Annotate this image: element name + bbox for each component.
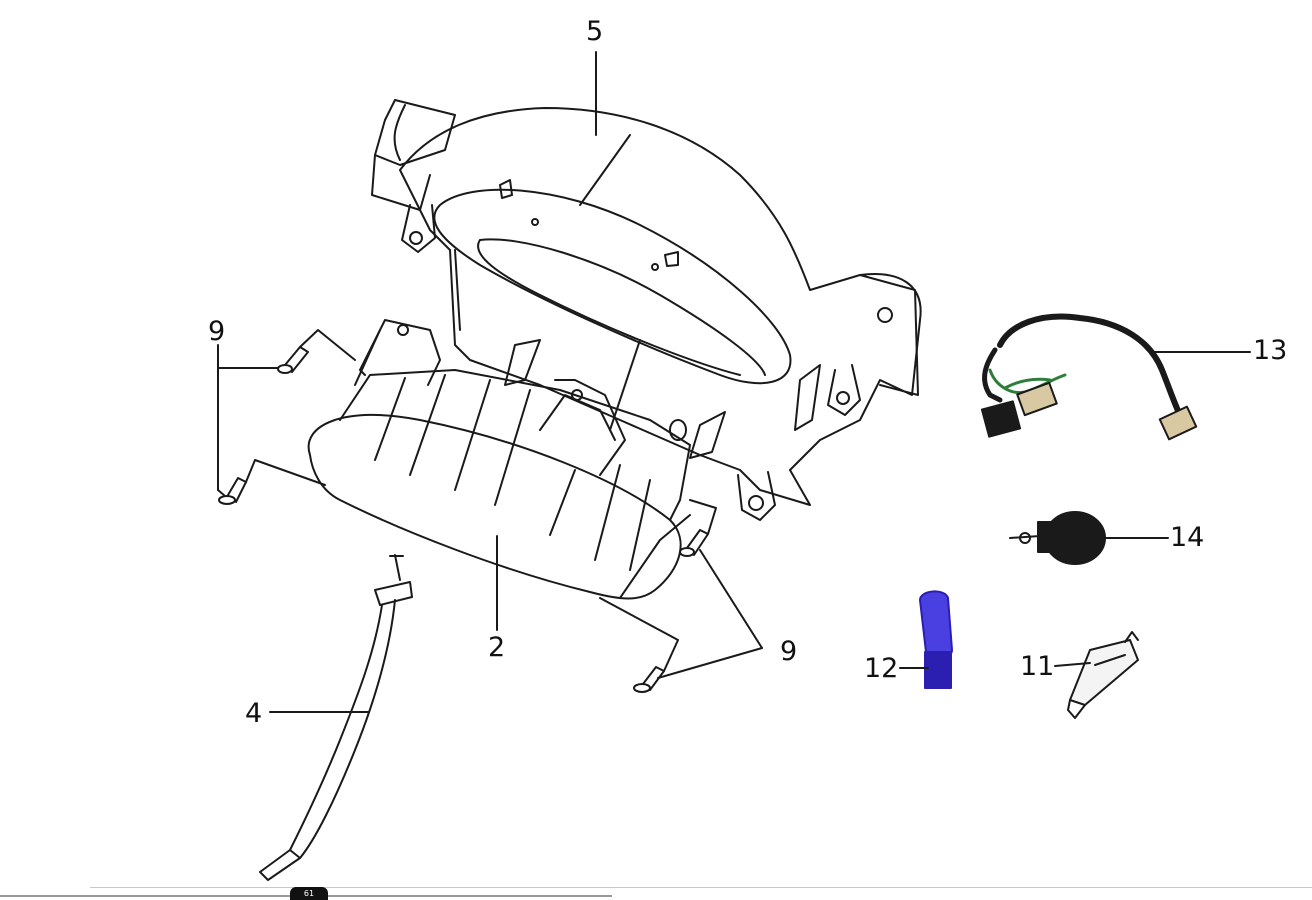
blue-bulb-part-12 <box>919 590 953 689</box>
screw-part-9-right-upper <box>679 529 709 557</box>
callout-part-11: 11 <box>1020 651 1055 682</box>
callout-part-14: 14 <box>1170 522 1205 553</box>
callout-part-5: 5 <box>586 16 604 47</box>
housing-cover-part-5 <box>371 99 922 521</box>
callout-part-2: 2 <box>488 632 506 663</box>
callout-part-12: 12 <box>864 653 899 684</box>
callout-part-4: 4 <box>245 698 263 729</box>
callout-part-9-left: 9 <box>208 316 226 347</box>
screw-part-9-upper-left <box>277 346 309 374</box>
leader-lines <box>217 51 1251 713</box>
speedometer-assembly-part-2 <box>307 319 691 600</box>
screw-part-9-right-lower <box>633 666 665 693</box>
speedometer-cable-part-4 <box>259 554 413 881</box>
page-number-tab: 61 <box>290 887 328 900</box>
callout-part-9-right: 9 <box>780 636 798 667</box>
wire-harness-part-13 <box>980 313 1198 441</box>
screw-part-9-lower-left <box>218 477 247 505</box>
bulb-part-11 <box>1067 631 1139 719</box>
bulb-socket-part-14 <box>1009 511 1106 565</box>
footer-divider <box>90 887 1312 888</box>
callout-part-13: 13 <box>1253 335 1288 366</box>
